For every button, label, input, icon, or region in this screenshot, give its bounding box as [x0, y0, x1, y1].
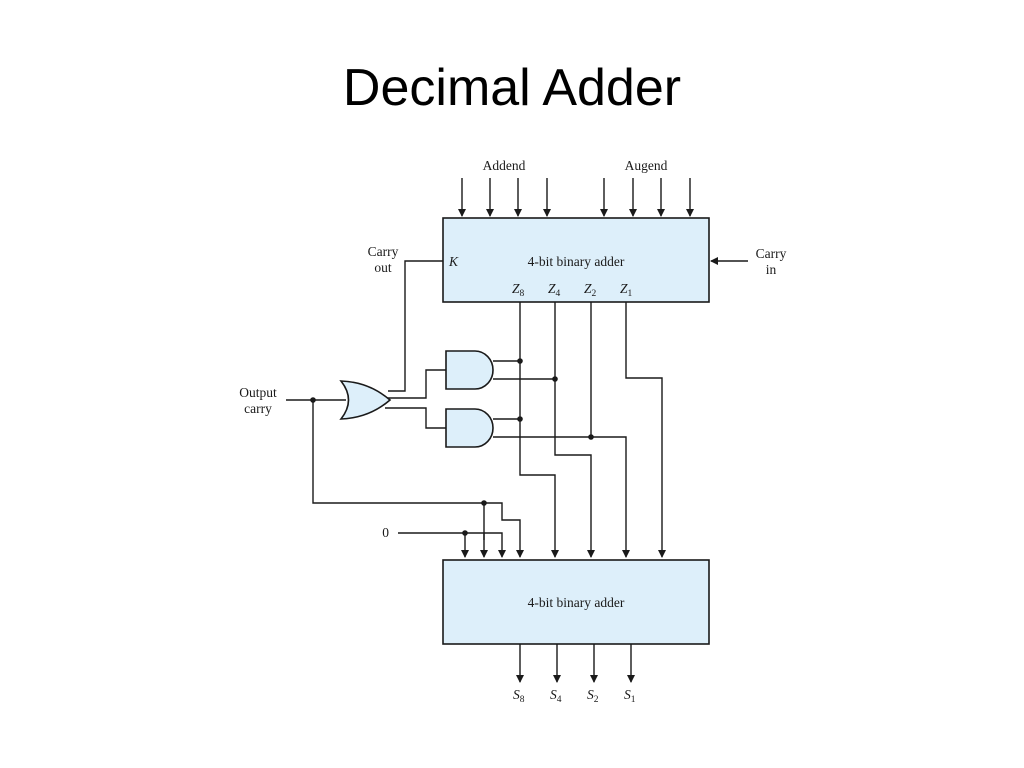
k-label: K [448, 254, 459, 269]
carry-in-label: Carry [756, 246, 787, 261]
top-adder-block [442, 217, 710, 303]
bottom-adder-label: 4-bit binary adder [528, 595, 625, 610]
addend-input-arrows [458, 178, 551, 217]
bottom-adder-block [442, 559, 710, 645]
carry-out-wire [388, 260, 443, 392]
s8-label: S8 [513, 687, 525, 705]
and-gate-1 [445, 350, 494, 390]
junction-dot [517, 358, 523, 364]
output-carry-label: Output [239, 385, 277, 400]
carry-in-label-2: in [766, 262, 777, 277]
sum-output-arrows [516, 644, 635, 683]
z4-label: Z4 [548, 281, 561, 299]
carry-feedback-wire [312, 400, 524, 558]
z1-wire [625, 302, 666, 558]
z2-continue-wire [591, 436, 630, 558]
junction-dot [552, 376, 558, 382]
zero-wire-b [484, 532, 506, 558]
s1-label: S1 [624, 687, 636, 705]
output-carry-label-2: carry [244, 401, 272, 416]
junction-dot [517, 416, 523, 422]
junction-dot [588, 434, 594, 440]
or-gate [339, 380, 392, 420]
z4-wire [554, 302, 595, 558]
augend-label: Augend [625, 158, 668, 173]
z2-label: Z2 [584, 281, 597, 299]
s4-label: S4 [550, 687, 562, 705]
top-adder-label: 4-bit binary adder [528, 254, 625, 269]
and2-to-or-wire [385, 407, 446, 429]
z8-wire [519, 302, 559, 558]
and1-to-or-wire [385, 369, 446, 399]
junction-dot [462, 530, 468, 536]
zero-wire [398, 532, 485, 540]
augend-input-arrows [600, 178, 694, 217]
z1-label: Z1 [620, 281, 633, 299]
and-gate-2 [445, 408, 494, 448]
zero-label: 0 [382, 525, 389, 540]
junction-dot [481, 500, 487, 506]
slide-title: Decimal Adder [342, 59, 682, 117]
carry-out-label-2: out [374, 260, 392, 275]
z8-label: Z8 [512, 281, 525, 299]
carry-out-label: Carry [368, 244, 399, 259]
s2-label: S2 [587, 687, 599, 705]
addend-label: Addend [483, 158, 526, 173]
